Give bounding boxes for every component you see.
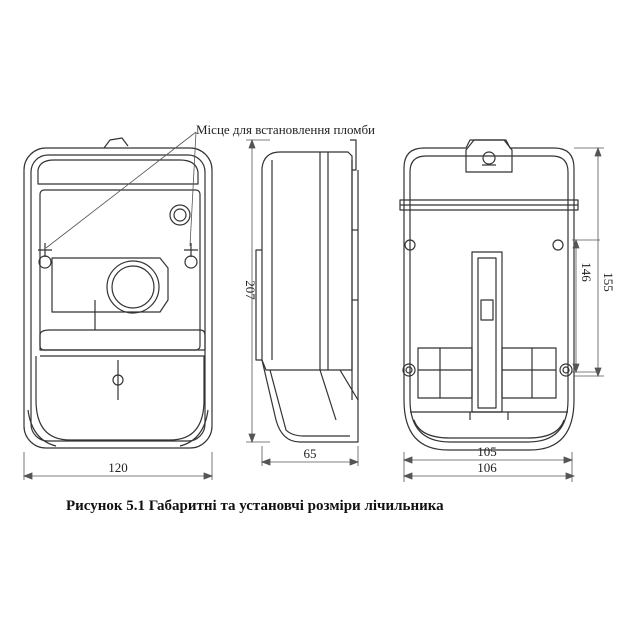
dim-rear-width-outer: 106 — [477, 460, 497, 475]
front-view — [23, 137, 213, 449]
figure-caption: Рисунок 5.1 Габаритні та установчі розмі… — [66, 498, 444, 514]
dim-rear-height-inner: 146 — [579, 262, 594, 282]
dim-side-depth: 65 — [304, 446, 317, 461]
dim-rear-width-inner: 105 — [477, 444, 497, 459]
dim-front-width: 120 — [108, 460, 128, 475]
annotation-seal-place: Місце для встановлення пломби — [196, 122, 375, 137]
rear-view — [399, 139, 579, 451]
dim-rear-height-outer: 155 — [601, 272, 616, 292]
side-view — [255, 139, 359, 443]
dim-side-height: 207 — [243, 280, 258, 300]
